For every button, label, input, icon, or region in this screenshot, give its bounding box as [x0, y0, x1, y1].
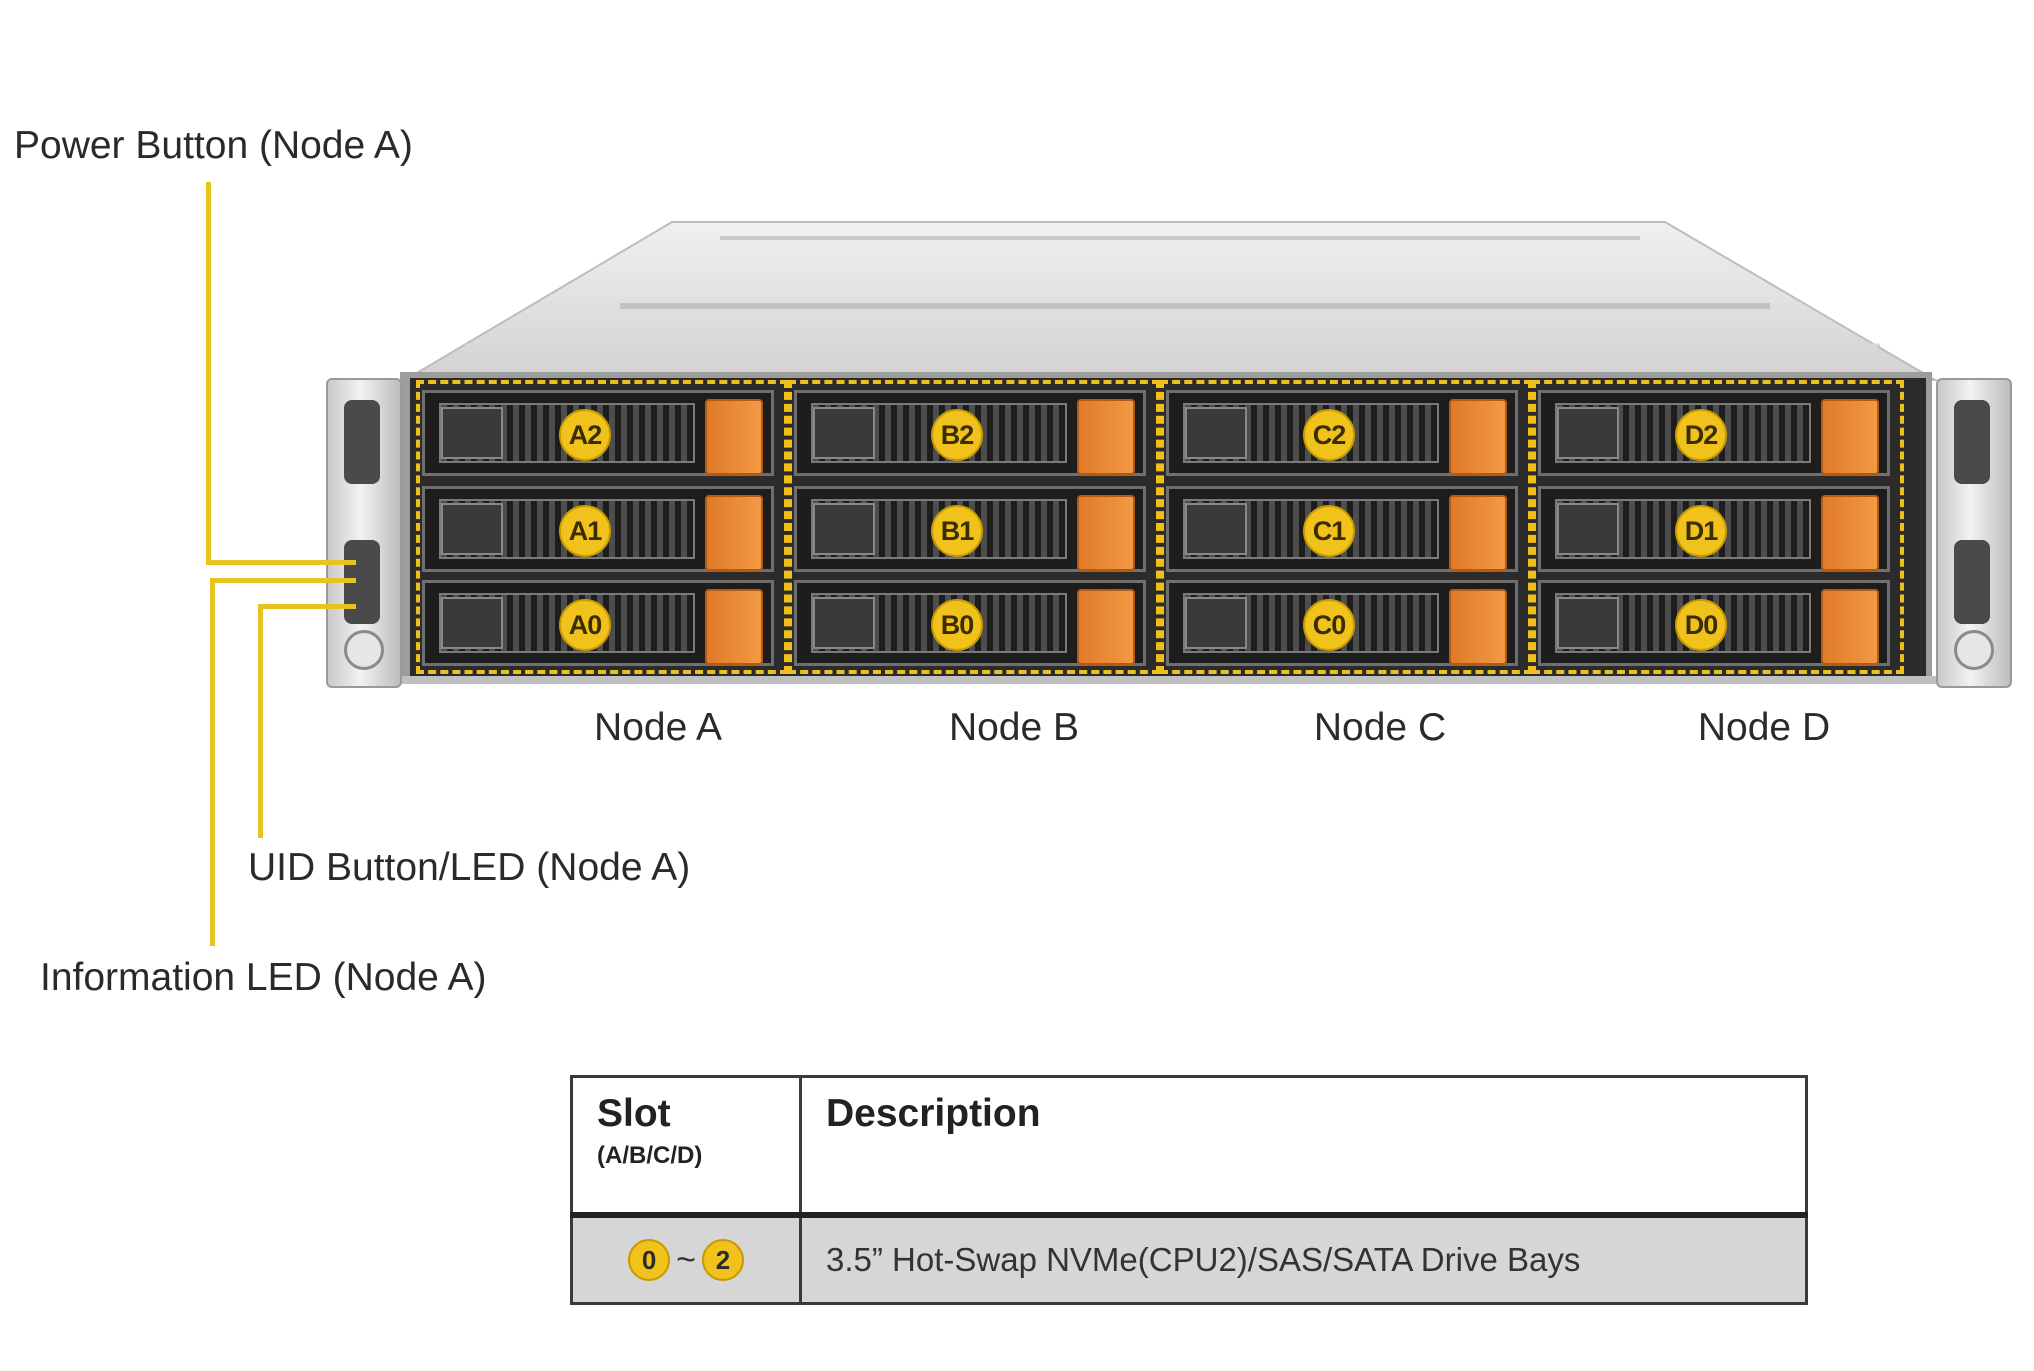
table-header-row: Slot (A/B/C/D) Description — [570, 1075, 1808, 1218]
power-button-callout: Power Button (Node A) — [14, 124, 413, 167]
drive-bay[interactable]: A2 — [422, 390, 774, 476]
drive-release-handle[interactable] — [1449, 399, 1507, 475]
slot-header-sub: (A/B/C/D) — [597, 1142, 703, 1169]
left-thumbscrew-icon — [344, 630, 384, 670]
drive-release-handle[interactable] — [705, 399, 763, 475]
drive-label-plate — [813, 503, 875, 555]
drive-bay[interactable]: C1 — [1166, 486, 1518, 572]
uid-button-callout: UID Button/LED (Node A) — [248, 846, 691, 889]
power-button-leader-h — [206, 560, 356, 565]
drive-release-handle[interactable] — [1821, 495, 1879, 571]
slot-range-separator: ~ — [676, 1240, 696, 1279]
info-led-leader-h — [210, 578, 356, 583]
info-led-leader-v — [210, 580, 215, 946]
drive-bay[interactable]: A0 — [422, 580, 774, 666]
drive-bay[interactable]: A1 — [422, 486, 774, 572]
drive-bay[interactable]: C2 — [1166, 390, 1518, 476]
node-d-control-panel — [1954, 400, 1990, 484]
drive-bay[interactable]: B0 — [794, 580, 1146, 666]
drive-release-handle[interactable] — [705, 589, 763, 665]
drive-bay[interactable]: D0 — [1538, 580, 1890, 666]
drive-label-plate — [813, 407, 875, 459]
right-control-ear — [1936, 378, 2012, 688]
drive-release-handle[interactable] — [1821, 589, 1879, 665]
slot-range-cell: 0~2 — [570, 1213, 802, 1305]
description-header: Description — [826, 1092, 1041, 1135]
drive-slot-badge: C0 — [1303, 599, 1355, 651]
drive-release-handle[interactable] — [1077, 399, 1135, 475]
drive-label-plate — [813, 597, 875, 649]
node-c-control-panel — [1954, 540, 1990, 624]
drive-label-plate — [441, 597, 503, 649]
drive-release-handle[interactable] — [1449, 495, 1507, 571]
description-header-cell: Description — [799, 1075, 1808, 1218]
power-button-leader-v — [206, 182, 211, 564]
drive-slot-badge: D1 — [1675, 505, 1727, 557]
drive-label-plate — [1557, 597, 1619, 649]
right-thumbscrew-icon — [1954, 630, 1994, 670]
node-frame-c — [1160, 380, 1532, 674]
chassis-lid — [401, 221, 1939, 381]
drive-release-handle[interactable] — [1077, 589, 1135, 665]
drive-release-handle[interactable] — [1449, 589, 1507, 665]
node-label-c: Node C — [1313, 706, 1447, 749]
drive-slot-badge: B1 — [931, 505, 983, 557]
drive-label-plate — [1557, 407, 1619, 459]
drive-slot-badge: C2 — [1303, 409, 1355, 461]
drive-bay[interactable]: C0 — [1166, 580, 1518, 666]
drive-label-plate — [1185, 597, 1247, 649]
drive-slot-badge: A2 — [559, 409, 611, 461]
left-control-ear — [326, 378, 402, 688]
drive-label-plate — [441, 407, 503, 459]
info-led-callout: Information LED (Node A) — [40, 956, 487, 999]
node-frame-a — [416, 380, 788, 674]
node-frame-b — [788, 380, 1160, 674]
drive-label-plate — [441, 503, 503, 555]
drive-slot-badge: A1 — [559, 505, 611, 557]
drive-bay[interactable]: B1 — [794, 486, 1146, 572]
drive-slot-badge: A0 — [559, 599, 611, 651]
slot-description-table: Slot (A/B/C/D) Description 0~2 3.5” Hot-… — [570, 1075, 1808, 1305]
drive-slot-badge: D2 — [1675, 409, 1727, 461]
node-b-control-panel — [344, 400, 380, 484]
node-label-d: Node D — [1697, 706, 1831, 749]
slot-header-cell: Slot (A/B/C/D) — [570, 1075, 802, 1218]
drive-slot-badge: C1 — [1303, 505, 1355, 557]
node-frame-d — [1532, 380, 1904, 674]
drive-slot-badge: B0 — [931, 599, 983, 651]
drive-slot-badge: B2 — [931, 409, 983, 461]
node-label-a: Node A — [594, 706, 722, 749]
table-row: 0~2 3.5” Hot-Swap NVMe(CPU2)/SAS/SATA Dr… — [570, 1213, 1808, 1305]
slot-header: Slot — [597, 1092, 671, 1135]
uid-leader-h — [258, 604, 356, 609]
drive-bay[interactable]: B2 — [794, 390, 1146, 476]
drive-label-plate — [1185, 503, 1247, 555]
slot-start-badge: 0 — [628, 1239, 671, 1282]
drive-release-handle[interactable] — [705, 495, 763, 571]
node-label-b: Node B — [948, 706, 1080, 749]
drive-release-handle[interactable] — [1821, 399, 1879, 475]
drive-bay[interactable]: D1 — [1538, 486, 1890, 572]
drive-slot-badge: D0 — [1675, 599, 1727, 651]
uid-leader-v — [258, 606, 263, 838]
drive-release-handle[interactable] — [1077, 495, 1135, 571]
drive-label-plate — [1557, 503, 1619, 555]
drive-label-plate — [1185, 407, 1247, 459]
slot-end-badge: 2 — [701, 1239, 744, 1282]
description-cell: 3.5” Hot-Swap NVMe(CPU2)/SAS/SATA Drive … — [799, 1213, 1808, 1305]
drive-bay[interactable]: D2 — [1538, 390, 1890, 476]
